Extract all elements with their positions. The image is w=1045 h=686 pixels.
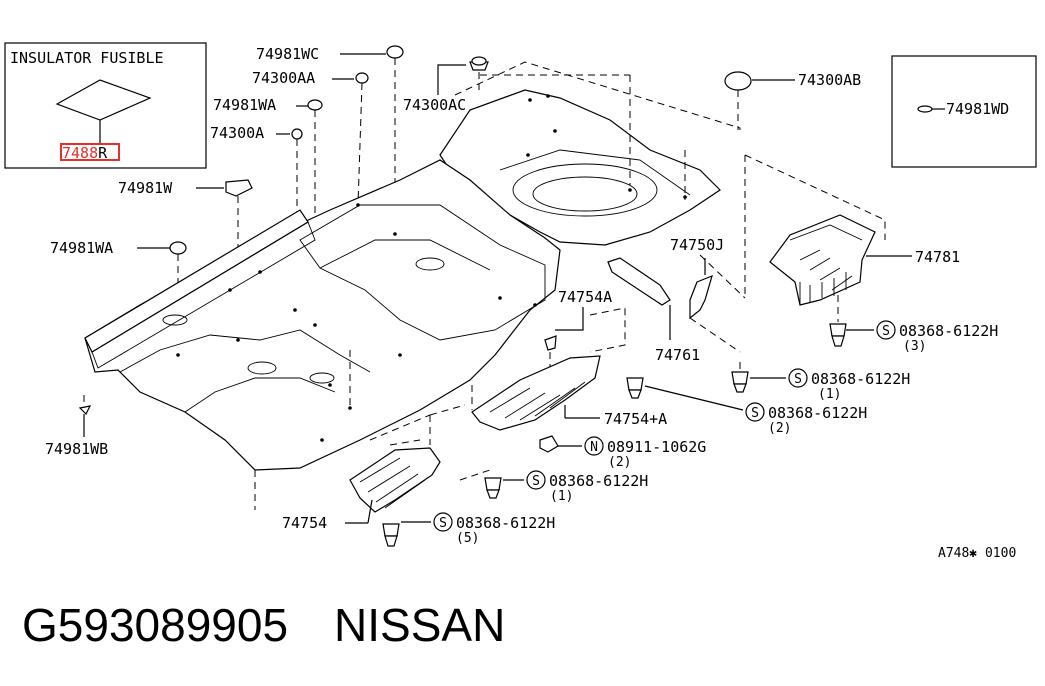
fastener-qty: (3) (903, 339, 926, 354)
rear-heat-insulator-74781: 74781 (769, 214, 960, 322)
fastener-code[interactable]: 08911-1062G (607, 438, 706, 456)
s-symbol-icon (788, 368, 808, 388)
bolt-icon (382, 523, 400, 537)
bolt-icon (544, 335, 557, 351)
fastener-qty: (1) (818, 387, 841, 402)
svg-text:S: S (882, 324, 890, 339)
part-highlight-box (60, 143, 120, 161)
pad-icon (225, 179, 253, 197)
bolt-icon (731, 371, 749, 385)
label-74754[interactable]: 74754 (282, 514, 327, 532)
s-symbol-icon (526, 470, 546, 490)
brand-name: NISSAN (334, 599, 506, 651)
label-74981WB[interactable]: 74981WB (45, 440, 108, 458)
bracket-74750J-icon (689, 274, 713, 320)
label-74761[interactable]: 74761 (655, 346, 700, 364)
fastener-qty: (2) (768, 421, 791, 436)
insulator-74754A-icon (471, 355, 601, 431)
nut-icon (539, 435, 559, 453)
floor-insulator (84, 89, 721, 471)
fastener-code[interactable]: 08368-6122H (899, 322, 998, 340)
fastener-code[interactable]: 08368-6122H (549, 472, 648, 490)
part-number: G593089905 (22, 599, 289, 651)
bolt-icon (484, 477, 502, 491)
label-74981WC[interactable]: 74981WC (256, 45, 319, 63)
diagram-code: A748✱ 0100 (938, 546, 1016, 561)
insulator-fusible-inset: INSULATOR FUSIBLE 7488R (4, 42, 207, 169)
label-74300A[interactable]: 74300A (210, 124, 264, 142)
brackets: 74750J 74761 (607, 236, 741, 364)
s-symbol-icon (433, 512, 453, 532)
label-74300AA[interactable]: 74300AA (252, 69, 315, 87)
svg-text:S: S (794, 372, 802, 387)
plug-icon (291, 128, 303, 140)
fasteners: S 08368-6122H (3) S 08368-6122H (1) S 08… (382, 320, 998, 547)
bolt-icon (829, 323, 847, 337)
label-74300AC[interactable]: 74300AC (403, 96, 466, 114)
label-74981WD[interactable]: 74981WD (946, 100, 1009, 118)
insulator-sheet-icon (55, 79, 152, 121)
assembly-lines (254, 61, 886, 510)
clip-icon (78, 405, 92, 416)
label-74981WA-left[interactable]: 74981WA (50, 239, 113, 257)
s-symbol-icon (876, 320, 896, 340)
insulator-74754-icon (349, 447, 441, 513)
label-74754-plus-A[interactable]: 74754+A (604, 410, 667, 428)
inset-part-number[interactable]: 7488R (62, 144, 108, 162)
plug-icon (169, 241, 187, 255)
label-74981W[interactable]: 74981W (118, 179, 173, 197)
fastener-code[interactable]: 08368-6122H (811, 370, 910, 388)
fastener-qty: (1) (550, 489, 573, 504)
footer: G593089905 NISSAN (22, 598, 505, 652)
label-74781[interactable]: 74781 (915, 248, 960, 266)
svg-text:S: S (532, 474, 540, 489)
svg-text:S: S (751, 406, 759, 421)
label-74750J[interactable]: 74750J (670, 236, 724, 254)
plug-icon (386, 45, 404, 59)
bracket-74761-icon (607, 257, 671, 306)
svg-text:N: N (590, 440, 598, 455)
s-symbol-icon (745, 402, 765, 422)
label-74300AB[interactable]: 74300AB (798, 71, 861, 89)
clip-inset: 74981WD (891, 55, 1037, 168)
fastener-code[interactable]: 08368-6122H (768, 404, 867, 422)
label-74981WA[interactable]: 74981WA (213, 96, 276, 114)
bolt-icon (626, 377, 644, 391)
large-plug-icon (724, 71, 752, 91)
svg-text:S: S (439, 516, 447, 531)
clip-icon (917, 105, 933, 113)
fastener-qty: (5) (456, 531, 479, 546)
heat-insulators: 74754A 74754+A 74754 (282, 288, 667, 532)
fastener-code[interactable]: 08368-6122H (456, 514, 555, 532)
plug-icon (307, 99, 323, 111)
fastener-qty: (2) (608, 455, 631, 470)
inset-title: INSULATOR FUSIBLE (10, 49, 164, 67)
plug-icon (355, 72, 369, 84)
label-74754A[interactable]: 74754A (558, 288, 612, 306)
n-symbol-icon (584, 436, 604, 456)
